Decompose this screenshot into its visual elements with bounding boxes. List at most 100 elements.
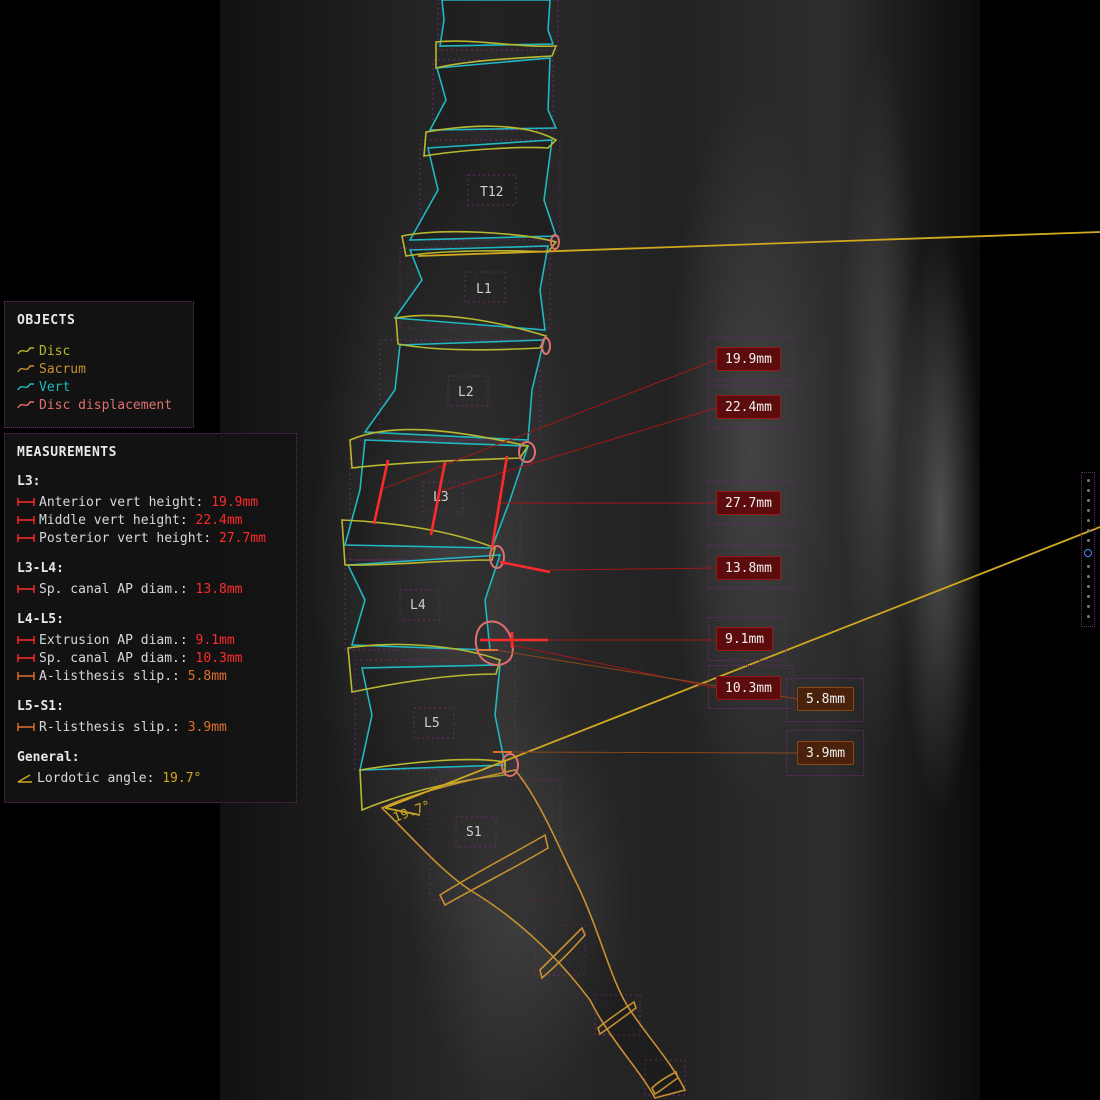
sacrum-frame-3 bbox=[594, 994, 641, 1036]
box-frame bbox=[708, 665, 794, 709]
box-frame bbox=[786, 678, 864, 722]
group-title-general: General: bbox=[17, 750, 80, 765]
group-title-l4-l5: L4-L5: bbox=[17, 612, 64, 627]
box-frame bbox=[708, 617, 786, 661]
angle-icon bbox=[17, 774, 32, 783]
legend-label: Disc bbox=[39, 343, 71, 359]
group-title-l3: L3: bbox=[17, 474, 41, 489]
label-l5: L5 bbox=[424, 716, 440, 731]
label-s1: S1 bbox=[466, 825, 482, 840]
box-frame bbox=[708, 481, 794, 525]
box-a-listhesis[interactable]: 5.8mm bbox=[797, 687, 855, 711]
measurement-row[interactable]: Posterior vert height: 27.7mm bbox=[17, 529, 284, 547]
measurement-label: Lordotic angle: bbox=[37, 770, 155, 786]
measurements-panel: MEASUREMENTS L3: Anterior vert height: 1… bbox=[4, 433, 297, 803]
disc bbox=[423, 125, 558, 157]
measurement-row[interactable]: Sp. canal AP diam.: 10.3mm bbox=[17, 649, 284, 667]
measurement-value: 3.9mm bbox=[187, 719, 227, 735]
box-middle-height[interactable]: 22.4mm bbox=[716, 395, 781, 419]
box-frame bbox=[708, 545, 794, 589]
vert-frame-l5 bbox=[354, 659, 516, 771]
caliper-icon bbox=[17, 723, 35, 731]
measurement-row[interactable]: A-listhesis slip.: 5.8mm bbox=[17, 667, 284, 685]
box-r-listhesis[interactable]: 3.9mm bbox=[797, 741, 855, 765]
lordotic-angle-lines bbox=[384, 231, 1100, 816]
measurement-value: 9.1mm bbox=[195, 632, 235, 648]
sacral-disc bbox=[597, 1000, 637, 1036]
measurement-value: 5.8mm bbox=[187, 668, 227, 684]
box-posterior-height[interactable]: 27.7mm bbox=[716, 491, 781, 515]
measurement-value: 27.7mm bbox=[219, 530, 266, 546]
measurement-label: Sp. canal AP diam.: bbox=[39, 581, 188, 597]
objects-panel: OBJECTS Disc Sacrum Vert Disc displaceme… bbox=[4, 301, 194, 428]
listhesis-lines bbox=[478, 649, 512, 753]
sacral-disc bbox=[438, 833, 549, 907]
label-t12: T12 bbox=[480, 185, 503, 200]
measurement-row[interactable]: Middle vert height: 22.4mm bbox=[17, 511, 284, 529]
group-title-l5-s1: L5-S1: bbox=[17, 699, 64, 714]
sacrum-frame-2 bbox=[534, 924, 586, 976]
vert-frame-t12 bbox=[419, 139, 561, 241]
disc bbox=[347, 643, 501, 693]
box-anterior-height[interactable]: 19.9mm bbox=[716, 347, 781, 371]
extrusion-contour bbox=[474, 620, 514, 666]
legend-label: Disc displacement bbox=[39, 397, 173, 413]
posterior-height-line bbox=[490, 455, 509, 549]
vert-t11 bbox=[428, 57, 558, 131]
vert-top bbox=[439, 0, 555, 47]
caliper-icon bbox=[17, 636, 35, 644]
box-canal-l4l5[interactable]: 10.3mm bbox=[716, 676, 781, 700]
measurement-label: Extrusion AP diam.: bbox=[39, 632, 188, 648]
sacrum-contour bbox=[380, 769, 687, 1099]
box-frame bbox=[786, 730, 864, 776]
caliper-icon bbox=[17, 516, 35, 524]
measurement-lines bbox=[372, 455, 551, 648]
anterior-height-line bbox=[372, 459, 390, 525]
measurements-title: MEASUREMENTS bbox=[17, 445, 117, 460]
canal-l3l4-line bbox=[499, 560, 551, 574]
disc bbox=[349, 428, 530, 469]
label-l1: L1 bbox=[476, 282, 492, 297]
legend-label: Vert bbox=[39, 379, 71, 395]
measurement-row[interactable]: Sp. canal AP diam.: 13.8mm bbox=[17, 580, 284, 598]
legend-item-vert[interactable]: Vert bbox=[17, 378, 181, 396]
measurement-row[interactable]: Lordotic angle: 19.7° bbox=[17, 769, 284, 787]
box-frame bbox=[708, 385, 794, 429]
middle-height-line bbox=[429, 461, 447, 536]
mri-sagittal-image bbox=[220, 0, 980, 1100]
scroller-thumb[interactable] bbox=[1084, 549, 1092, 557]
measurement-label: Anterior vert height: bbox=[39, 494, 204, 510]
measurement-label: A-listhesis slip.: bbox=[39, 668, 180, 684]
measurement-value: 22.4mm bbox=[195, 512, 243, 528]
measurement-value: 13.8mm bbox=[195, 581, 243, 597]
measurement-value: 19.9mm bbox=[211, 494, 259, 510]
box-extrusion[interactable]: 9.1mm bbox=[716, 627, 774, 651]
disc bbox=[341, 519, 496, 566]
slice-scroller[interactable] bbox=[1081, 472, 1095, 627]
legend-item-disc-displacement[interactable]: Disc displacement bbox=[17, 396, 181, 414]
box-frame bbox=[708, 337, 794, 381]
legend-label: Sacrum bbox=[39, 361, 86, 377]
legend-item-disc[interactable]: Disc bbox=[17, 342, 181, 360]
measurement-label: R-listhesis slip.: bbox=[39, 719, 180, 735]
box-canal-l3l4[interactable]: 13.8mm bbox=[716, 556, 781, 580]
label-l2: L2 bbox=[458, 385, 474, 400]
measurement-value: 10.3mm bbox=[195, 650, 243, 666]
caliper-icon bbox=[17, 585, 35, 593]
squiggle-icon bbox=[17, 401, 34, 409]
vert-frame bbox=[437, 0, 559, 51]
measurement-row[interactable]: Anterior vert height: 19.9mm bbox=[17, 493, 284, 511]
measurement-row[interactable]: Extrusion AP diam.: 9.1mm bbox=[17, 631, 284, 649]
sacral-disc bbox=[539, 926, 586, 980]
legend-item-sacrum[interactable]: Sacrum bbox=[17, 360, 181, 378]
disc bbox=[435, 40, 558, 70]
measurement-row[interactable]: R-listhesis slip.: 3.9mm bbox=[17, 718, 284, 736]
caliper-icon bbox=[17, 534, 35, 542]
caliper-icon bbox=[17, 654, 35, 662]
squiggle-icon bbox=[17, 347, 34, 355]
vert-l1 bbox=[393, 245, 549, 331]
vert-contours bbox=[343, 0, 558, 771]
sacrum-frame bbox=[429, 779, 561, 901]
